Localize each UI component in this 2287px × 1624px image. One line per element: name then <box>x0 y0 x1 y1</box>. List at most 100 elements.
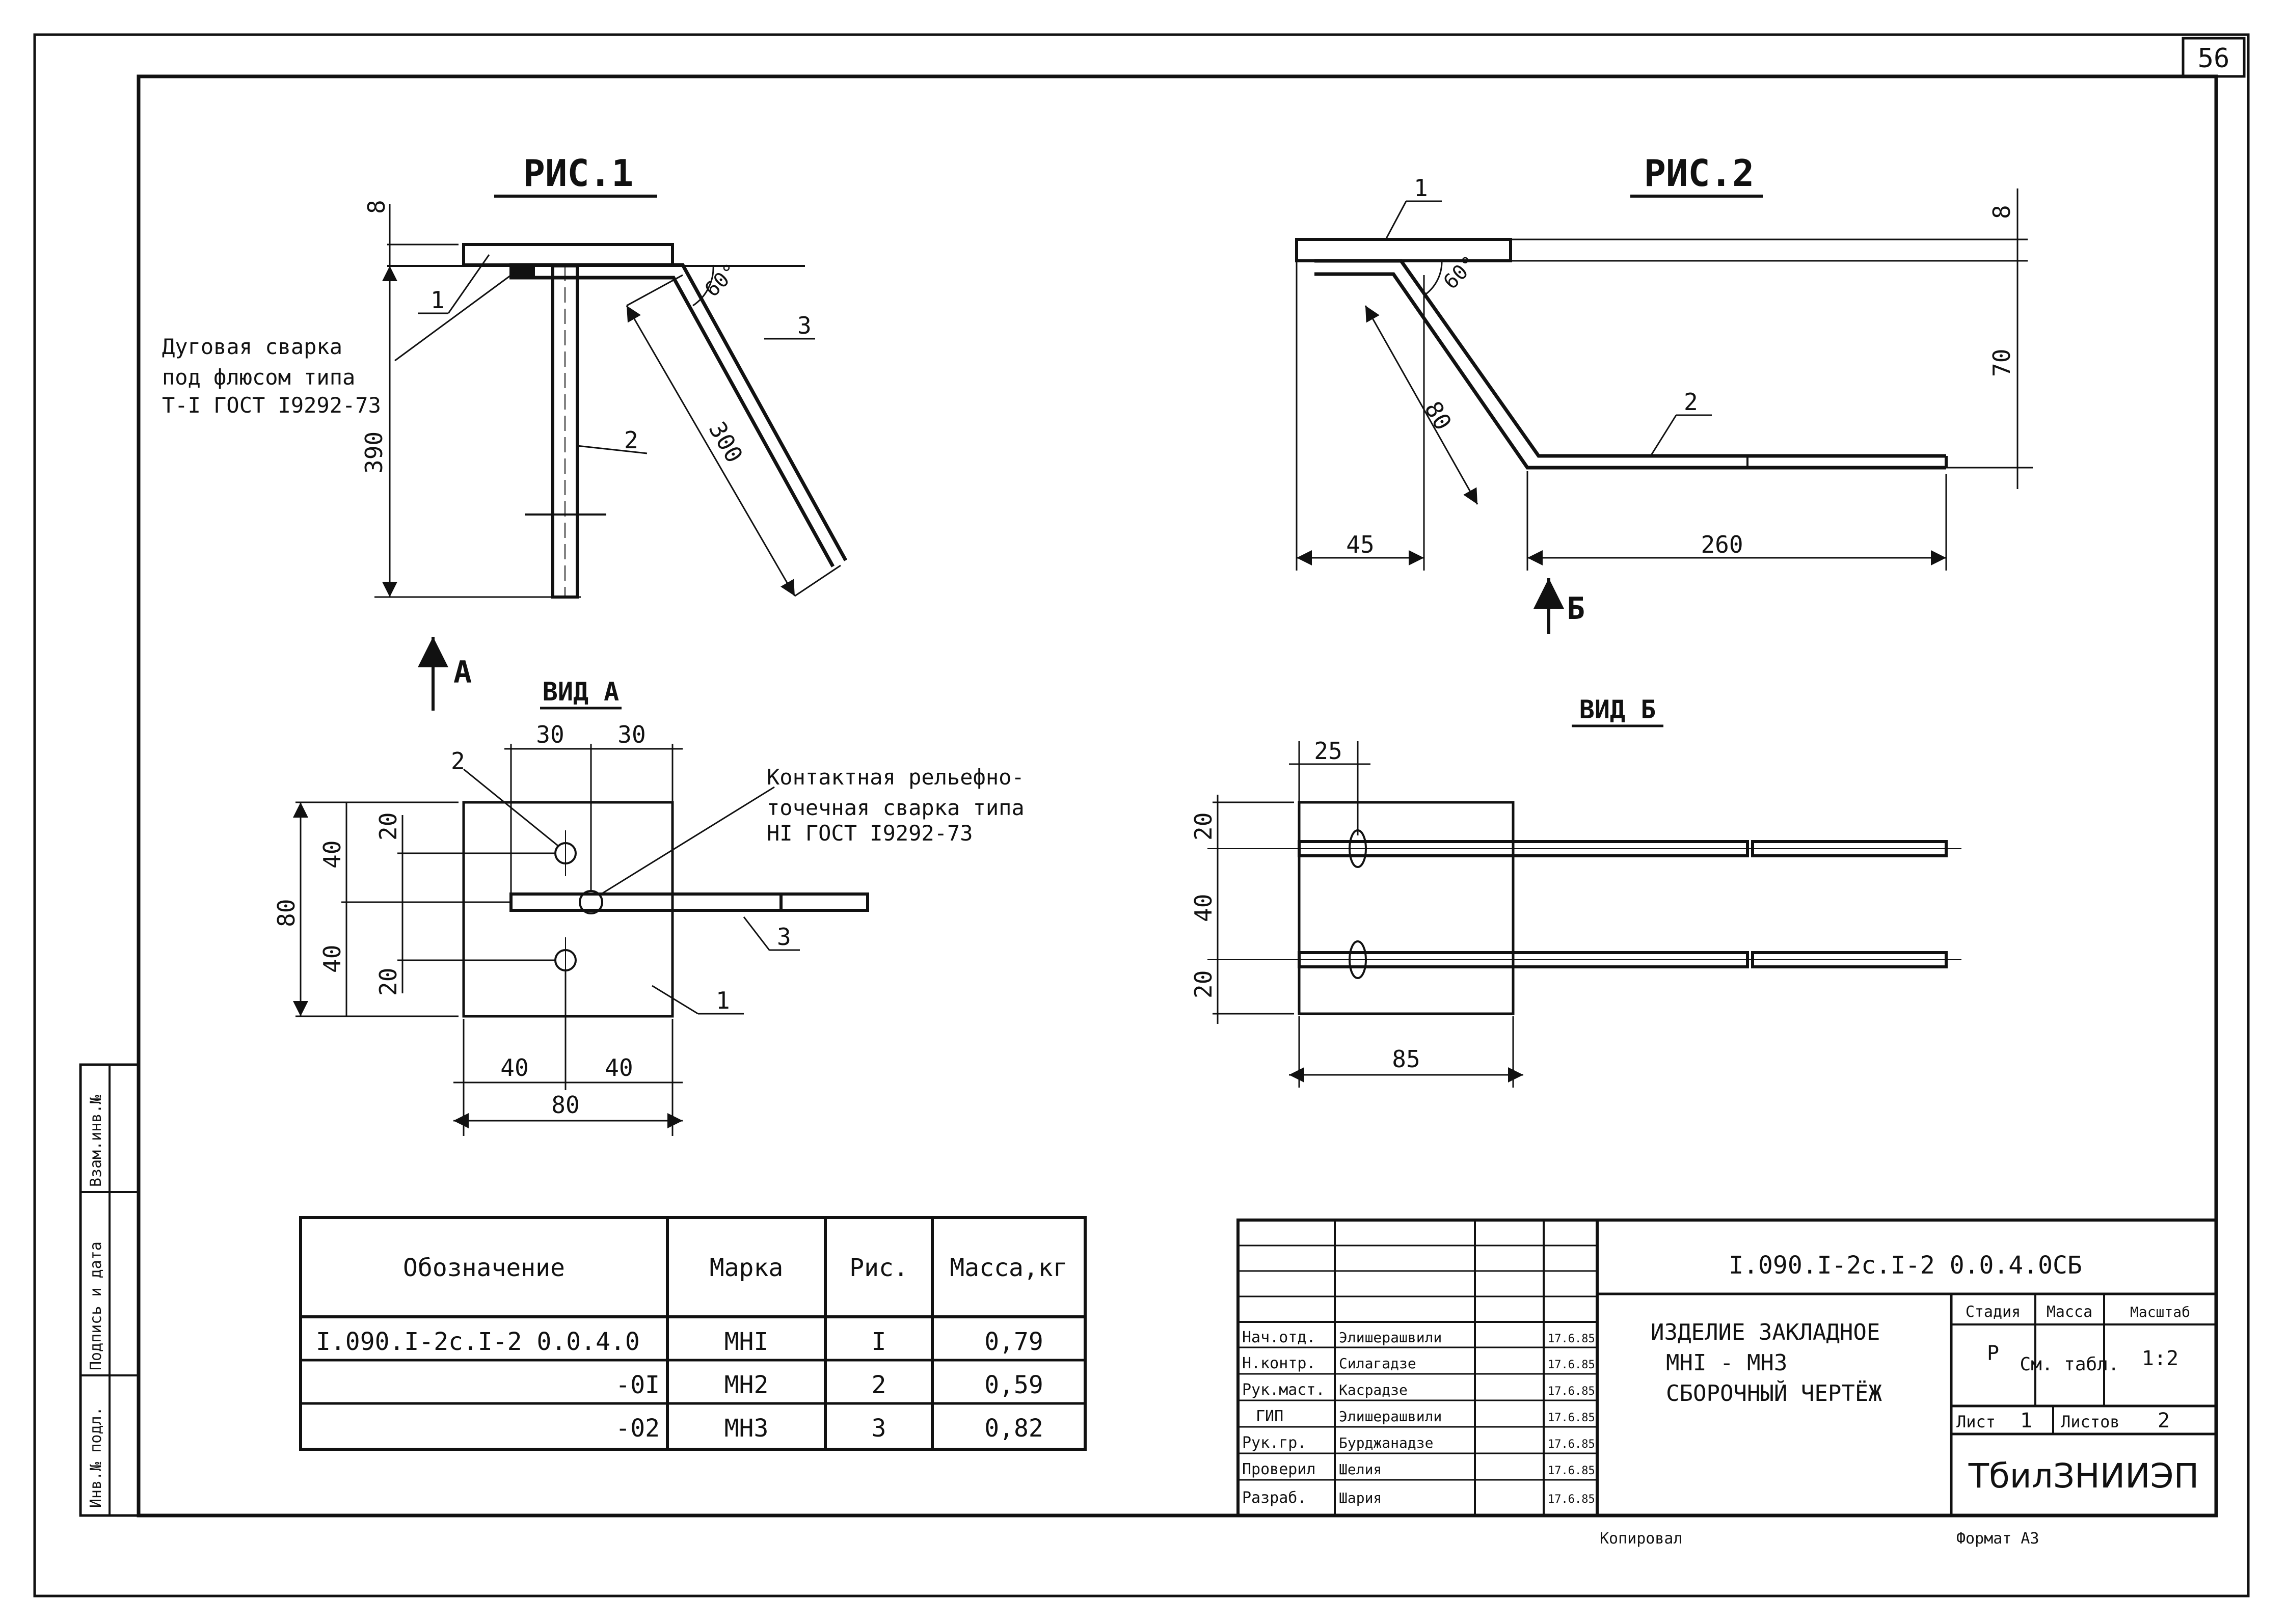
tb-role-2: Н.контр. <box>1242 1355 1316 1372</box>
tb-scale-label: Масштаб <box>2130 1304 2190 1320</box>
tb-name-line-2: МНI - МН3 <box>1666 1350 1787 1376</box>
tb-sheet-value: 1 <box>2020 1409 2032 1432</box>
fig2-dim-left: 45 <box>1346 531 1374 558</box>
tb-date-7: 17.6.85 <box>1548 1493 1595 1506</box>
view-a-callout-1: 1 <box>716 987 730 1014</box>
tb-name-2: Силагадзе <box>1339 1355 1416 1372</box>
fig1-callout-1: 1 <box>431 286 445 314</box>
spec-row2-mark: МН2 <box>724 1371 769 1399</box>
tb-doc-code: I.090.I-2с.I-2 0.0.4.0СБ <box>1729 1251 2082 1280</box>
view-a-weld-note-1: Контактная рельефно- <box>767 765 1025 790</box>
tb-date-3: 17.6.85 <box>1548 1385 1595 1398</box>
tb-date-2: 17.6.85 <box>1548 1359 1595 1371</box>
spec-row3-mark: МН3 <box>724 1414 769 1443</box>
spec-row1-mass: 0,79 <box>984 1328 1043 1356</box>
fig1: РИС.1 8 390 300 60° 1 2 <box>162 152 848 711</box>
tb-name-5: Бурджанадзе <box>1339 1434 1433 1451</box>
spec-row1-fig: I <box>872 1328 886 1356</box>
view-a-callout-3: 3 <box>777 923 791 951</box>
fig1-dim-thk: 8 <box>363 200 390 214</box>
spec-table: Обозначение Марка Рис. Масса,кг I.090.I-… <box>299 1216 1087 1451</box>
tb-role-6: Проверил <box>1242 1460 1316 1478</box>
fig1-title: РИС.1 <box>523 152 634 195</box>
tb-role-3: Рук.маст. <box>1242 1381 1325 1399</box>
view-b-dim-top: 25 <box>1314 737 1342 765</box>
footer-format: Формат А3 <box>1956 1530 2039 1548</box>
footer-copied: Копировал <box>1600 1530 1683 1548</box>
view-a-callout-2: 2 <box>451 747 465 775</box>
spec-row1-mark: МНI <box>724 1328 769 1356</box>
tb-date-1: 17.6.85 <box>1548 1333 1595 1345</box>
tb-date-6: 17.6.85 <box>1548 1465 1595 1477</box>
fig1-dim-height: 390 <box>360 431 388 474</box>
spec-row3-mass: 0,82 <box>984 1414 1043 1443</box>
fig1-dim-diag: 300 <box>703 417 748 468</box>
view-a-dim-h80: 80 <box>273 899 300 927</box>
inner-frame <box>137 74 2218 1518</box>
spec-header-mark: Марка <box>710 1254 784 1282</box>
tb-role-7: Разраб. <box>1242 1489 1306 1507</box>
fig2-dim-angle: 60° <box>1439 251 1482 294</box>
tb-name-3: Касрадзе <box>1339 1382 1408 1398</box>
fig1-view-marker: А <box>453 655 472 690</box>
spec-row1-designation: I.090.I-2с.I-2 0.0.4.0 <box>316 1328 640 1356</box>
spec-row2-designation: -0I <box>615 1371 660 1399</box>
tb-sheet-label: Лист <box>1956 1412 1996 1431</box>
side-stamp-replace: Взам.инв.№ <box>87 1095 105 1187</box>
fig1-callout-3: 3 <box>797 312 812 339</box>
view-a-weld-note-3: НI ГОСТ I9292-73 <box>767 821 973 846</box>
spec-header-mass: Масса,кг <box>950 1254 1067 1282</box>
view-b-dim-v20b: 20 <box>1190 970 1217 998</box>
title-block: Нач.отд. Элишерашвили 17.6.85 Н.контр. С… <box>1236 1219 2218 1517</box>
spec-row3-fig: 3 <box>872 1414 886 1443</box>
tb-sheets-label: Листов <box>2061 1412 2120 1431</box>
tb-name-4: Элишерашвили <box>1339 1408 1442 1425</box>
fig1-weld-note-3: Т-I ГОСТ I9292-73 <box>162 393 381 418</box>
view-b: ВИД Б 25 20 40 20 85 <box>1190 695 1961 1088</box>
view-a-dim-t30b: 30 <box>617 721 645 748</box>
spec-row3-designation: -02 <box>615 1414 660 1443</box>
spec-row2-mass: 0,59 <box>984 1371 1043 1399</box>
tb-stage-value: Р <box>1987 1342 1999 1365</box>
tb-name-1: Элишерашвили <box>1339 1329 1442 1346</box>
view-a-dim-b40b: 40 <box>605 1054 633 1081</box>
tb-mass-label: Масса <box>2047 1303 2092 1321</box>
fig2-callout-1: 1 <box>1414 174 1428 202</box>
fig2-title: РИС.2 <box>1644 152 1755 195</box>
tb-name-line-1: ИЗДЕЛИЕ ЗАКЛАДНОЕ <box>1651 1319 1880 1345</box>
fig1-callout-2: 2 <box>624 426 638 454</box>
tb-stage-label: Стадия <box>1966 1303 2021 1321</box>
tb-name-line-3: СБОРОЧНЫЙ ЧЕРТЁЖ <box>1666 1379 1882 1406</box>
sheet-number: 56 <box>2198 43 2230 74</box>
view-a: ВИД А 30 30 80 40 40 20 20 <box>273 677 1025 1136</box>
view-a-dim-h20b: 20 <box>374 968 402 996</box>
view-a-dim-b80: 80 <box>551 1091 579 1119</box>
tb-mass-value: См. табл. <box>2020 1354 2119 1375</box>
fig2-view-marker: Б <box>1567 591 1585 627</box>
spec-header-fig: Рис. <box>849 1254 908 1282</box>
fig2-dim-diag: 80 <box>1419 397 1457 435</box>
view-a-dim-h40b: 40 <box>318 945 346 973</box>
view-a-dim-h40a: 40 <box>318 841 346 869</box>
tb-role-1: Нач.отд. <box>1242 1329 1316 1346</box>
tb-name-6: Шелия <box>1339 1461 1382 1478</box>
tb-date-4: 17.6.85 <box>1548 1412 1595 1424</box>
fig2: РИС.2 8 70 45 260 80 60° 1 2 Б <box>1295 152 2033 634</box>
fig2-dim-height: 70 <box>1988 349 2015 377</box>
fig1-weld-note-1: Дуговая сварка <box>162 334 342 359</box>
fig2-dim-thk: 8 <box>1988 205 2015 219</box>
tb-scale-value: 1:2 <box>2142 1347 2178 1370</box>
spec-header-designation: Обозначение <box>403 1254 565 1282</box>
tb-role-4: ГИП <box>1256 1408 1283 1425</box>
view-a-title: ВИД А <box>543 677 620 707</box>
tb-name-7: Шария <box>1339 1490 1382 1506</box>
tb-date-5: 17.6.85 <box>1548 1438 1595 1451</box>
side-stamp: Инв.№ подл. Подпись и дата Взам.инв.№ <box>79 1063 140 1517</box>
view-a-dim-b40a: 40 <box>500 1054 528 1081</box>
view-b-dim-v40: 40 <box>1190 894 1217 922</box>
spec-row2-fig: 2 <box>872 1371 886 1399</box>
view-a-dim-t30a: 30 <box>536 721 564 748</box>
fig1-weld-note-2: под флюсом типа <box>162 365 355 390</box>
fig2-dim-bottom: 260 <box>1701 531 1743 558</box>
